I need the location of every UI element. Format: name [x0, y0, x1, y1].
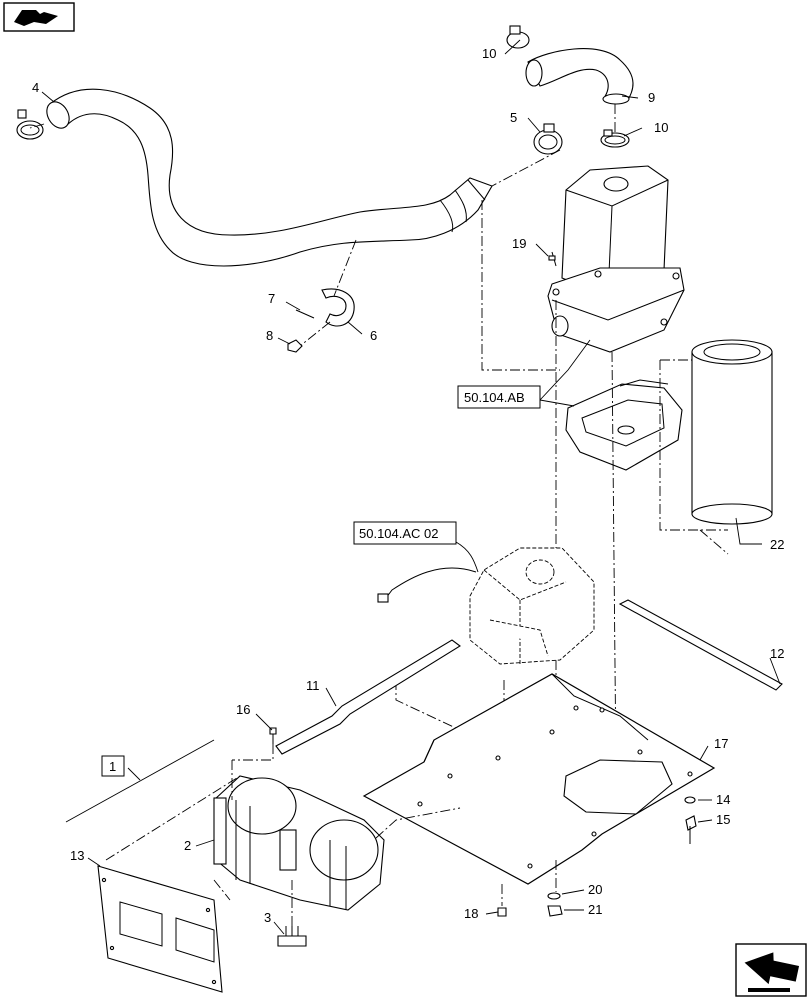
washer-14	[684, 796, 696, 804]
callout-7: 7	[268, 291, 275, 306]
reference-link-50-104-ac[interactable]: 50.104.AC 02	[353, 521, 457, 545]
callout-17: 17	[714, 736, 728, 751]
seal-strip-11	[275, 639, 461, 755]
screw-19	[548, 251, 557, 267]
screw-15	[685, 815, 697, 844]
callout-11: 11	[306, 678, 320, 693]
callout-13: 13	[70, 848, 84, 863]
assembly-1-bracket	[65, 739, 215, 823]
elbow-hose-9	[525, 48, 634, 105]
callout-10: 10	[654, 120, 668, 135]
callout-9: 9	[648, 90, 655, 105]
reference-link-50-104-ab[interactable]: 50.104.AB	[457, 385, 541, 409]
callout-4: 4	[32, 80, 39, 95]
callout-15: 15	[716, 812, 730, 827]
nut-8	[287, 339, 303, 353]
screw-7	[295, 309, 315, 319]
filter-element-22	[691, 339, 773, 525]
reference-ac-label: 50.104.AC 02	[359, 526, 439, 541]
next-page-arrow-icon[interactable]	[735, 943, 807, 997]
hose-clamp-5	[533, 123, 563, 155]
air-hose-long	[46, 88, 493, 267]
callout-10-top: 10	[482, 46, 496, 61]
callout-21: 21	[588, 902, 602, 917]
callout-1-box[interactable]: 1	[101, 755, 125, 777]
panel-13	[97, 865, 223, 993]
callout-6: 6	[370, 328, 377, 343]
callout-22: 22	[770, 537, 784, 552]
screw-16	[269, 727, 277, 744]
callout-16: 16	[236, 702, 250, 717]
callout-3: 3	[264, 910, 271, 925]
callout-20: 20	[588, 882, 602, 897]
base-plate-17	[362, 673, 716, 885]
hose-clip-6	[321, 288, 355, 327]
callout-1: 1	[109, 759, 116, 774]
callout-5: 5	[510, 110, 517, 125]
air-filter-housing	[547, 165, 685, 353]
book-arrow-icon[interactable]	[3, 2, 75, 32]
callout-19: 19	[512, 236, 526, 251]
blower-motor-assembly	[377, 547, 595, 665]
seal-strip-12	[618, 599, 783, 691]
reference-ab-label: 50.104.AB	[464, 390, 525, 405]
hose-clamp-10	[600, 129, 630, 148]
hose-clamp-top	[506, 25, 530, 49]
callout-12: 12	[770, 646, 784, 661]
blower-fan-unit-2	[213, 775, 385, 911]
nut-21	[547, 905, 563, 917]
bracket-3	[277, 926, 307, 947]
callout-14: 14	[716, 792, 730, 807]
washer-20	[547, 892, 561, 900]
filter-lower-shell	[565, 379, 683, 471]
bolt-18	[497, 907, 507, 917]
hose-clamp-4	[16, 109, 44, 140]
callout-18: 18	[464, 906, 478, 921]
callout-2: 2	[184, 838, 191, 853]
callout-8: 8	[266, 328, 273, 343]
